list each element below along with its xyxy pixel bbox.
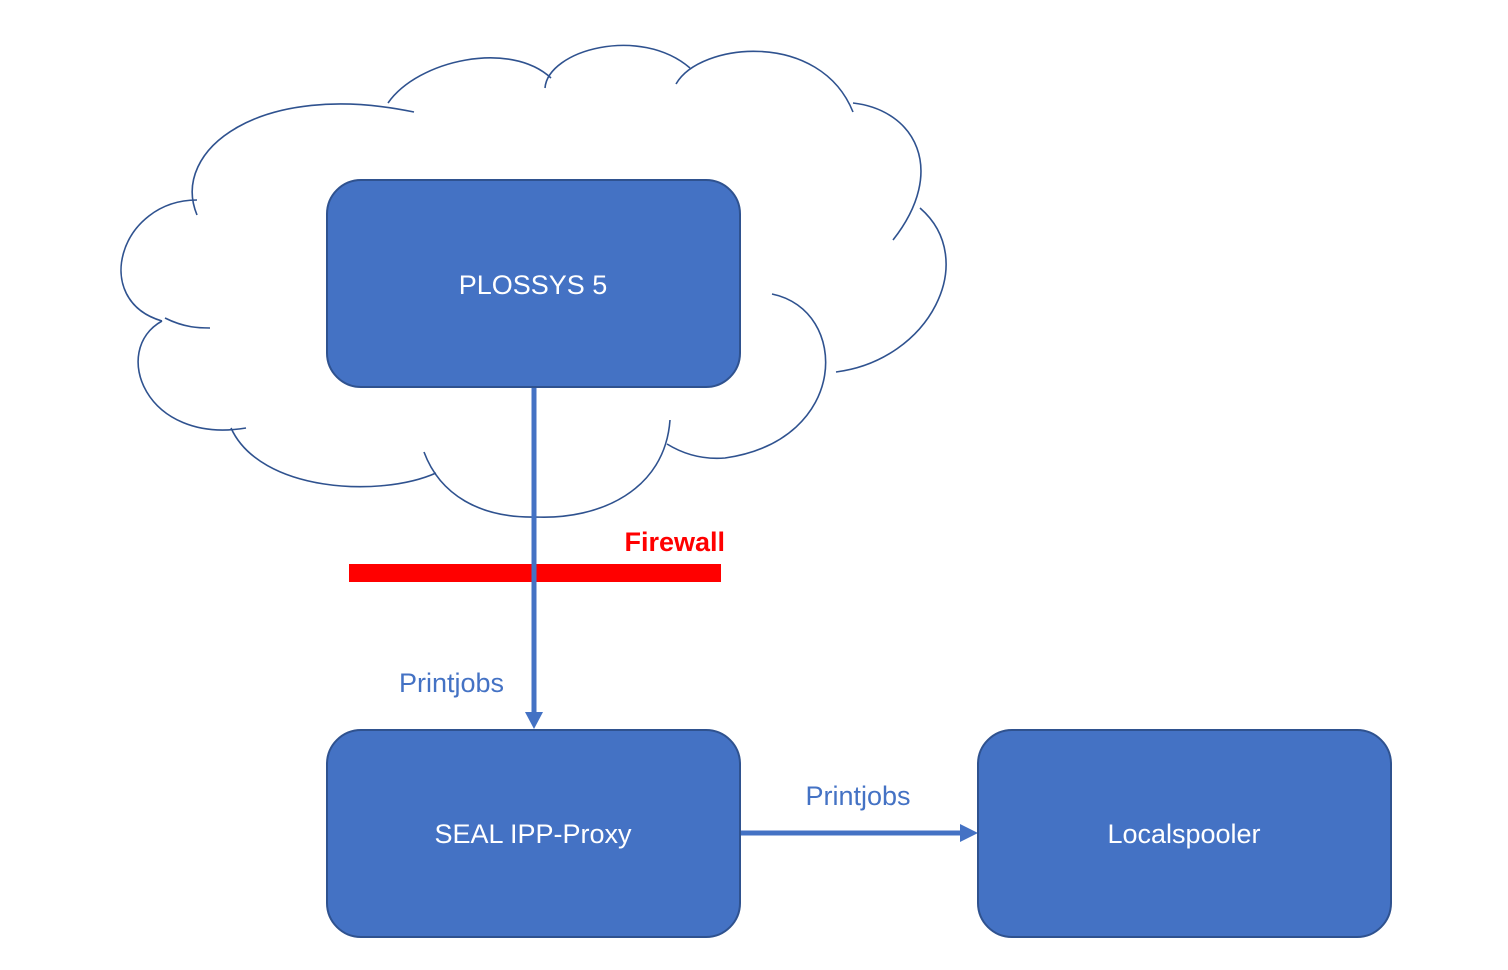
node-plossys-label: PLOSSYS 5	[459, 270, 608, 300]
firewall-label: Firewall	[624, 527, 725, 557]
node-proxy-label: SEAL IPP-Proxy	[434, 819, 632, 849]
edge-label-plossys-proxy: Printjobs	[399, 668, 504, 698]
node-spooler[interactable]: Localspooler	[977, 729, 1392, 938]
edge-label-proxy-spooler: Printjobs	[805, 781, 910, 811]
node-plossys[interactable]: PLOSSYS 5	[326, 179, 741, 388]
node-plossys-box[interactable]	[326, 179, 741, 388]
node-spooler-label: Localspooler	[1107, 819, 1260, 849]
node-proxy[interactable]: SEAL IPP-Proxy	[326, 729, 741, 938]
node-proxy-box[interactable]	[326, 729, 741, 938]
arrowhead-right-icon	[960, 824, 978, 842]
arrowhead-down-icon	[525, 712, 543, 729]
node-spooler-box[interactable]	[977, 729, 1392, 938]
cloud-icon	[120, 44, 947, 518]
